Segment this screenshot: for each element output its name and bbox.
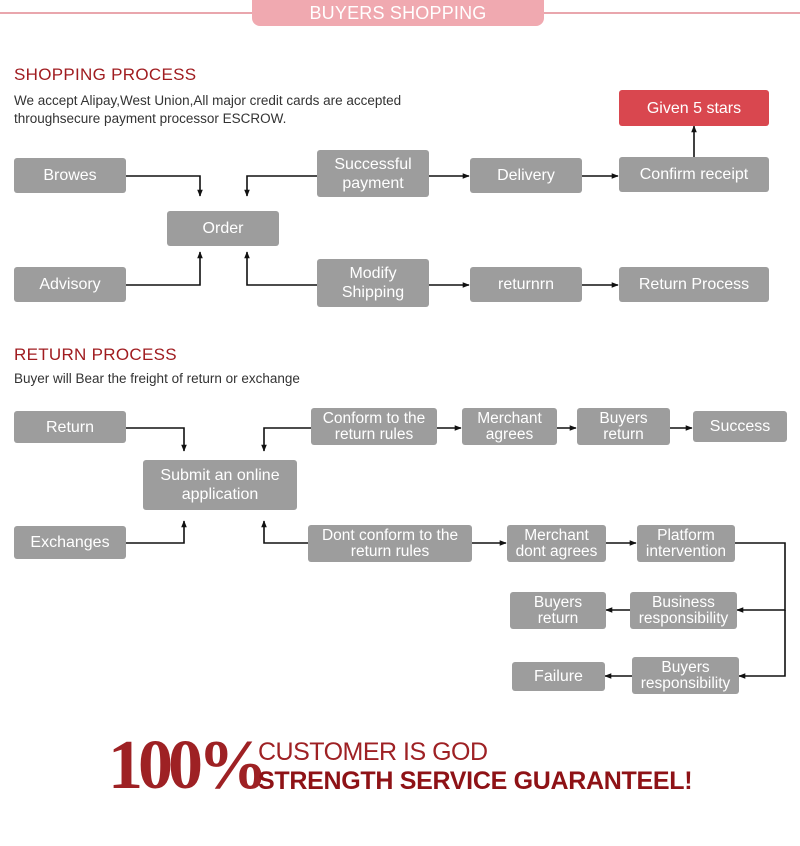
node-modify-shipping: Modify Shipping <box>317 259 429 307</box>
node-buyers-return-top: Buyers return <box>577 408 670 445</box>
exchanges-to-submit-arrow <box>126 520 187 544</box>
node-return-process: Return Process <box>619 267 769 302</box>
return-process-title: RETURN PROCESS <box>14 345 177 364</box>
guarantee-line1: CUSTOMER IS GOD <box>258 738 488 766</box>
node-submit-application: Submit an online application <box>143 460 297 510</box>
shopping-process-title: SHOPPING PROCESS <box>14 65 197 84</box>
node-return: Return <box>14 411 126 443</box>
page-banner: BUYERS SHOPPING GUIDELINES <box>252 0 544 49</box>
node-merchant-dont-agrees: Merchant dont agrees <box>507 525 606 562</box>
payment-to-order-arrow <box>244 175 317 197</box>
node-delivery: Delivery <box>470 158 582 193</box>
node-merchant-agrees: Merchant agrees <box>462 408 557 445</box>
shopping-process-desc-line1: We accept Alipay,West Union,All major cr… <box>14 93 402 108</box>
node-failure: Failure <box>512 662 605 691</box>
node-confirm-receipt: Confirm receipt <box>619 157 769 192</box>
return-process-desc: Buyer will Bear the freight of return or… <box>14 371 300 386</box>
node-buyers-responsibility: Buyers responsibility <box>632 657 739 694</box>
node-order: Order <box>167 211 279 246</box>
shopping-process-desc-line2: throughsecure payment processor ESCROW. <box>14 111 287 126</box>
node-business-responsibility: Business responsibility <box>630 592 737 629</box>
dontconform-to-submit-arrow <box>261 520 308 544</box>
modify-to-order-arrow <box>244 251 317 286</box>
node-browes: Browes <box>14 158 126 193</box>
conform-to-submit-arrow <box>261 427 311 452</box>
node-dont-conform-rules: Dont conform to the return rules <box>308 525 472 562</box>
platform-to-buyersresp-arrow <box>738 610 786 679</box>
node-given-5-stars: Given 5 stars <box>619 90 769 126</box>
banner-line-right <box>544 12 800 14</box>
node-platform-intervention: Platform intervention <box>637 525 735 562</box>
platform-to-business-arrow <box>735 542 786 613</box>
guarantee-line2: STRENGTH SERVICE GUARANTEEL! <box>258 767 693 795</box>
node-conform-rules: Conform to the return rules <box>311 408 437 445</box>
banner-line-left <box>0 12 252 14</box>
browes-to-order-arrow <box>126 175 203 197</box>
return-to-submit-arrow <box>126 427 187 452</box>
node-exchanges: Exchanges <box>14 526 126 559</box>
node-returnrn: returnrn <box>470 267 582 302</box>
advisory-to-order-arrow <box>126 251 203 286</box>
guarantee-percent: 100% <box>108 727 268 804</box>
node-buyers-return-bottom: Buyers return <box>510 592 606 629</box>
node-successful-payment: Successful payment <box>317 150 429 197</box>
node-advisory: Advisory <box>14 267 126 302</box>
node-success: Success <box>693 411 787 442</box>
